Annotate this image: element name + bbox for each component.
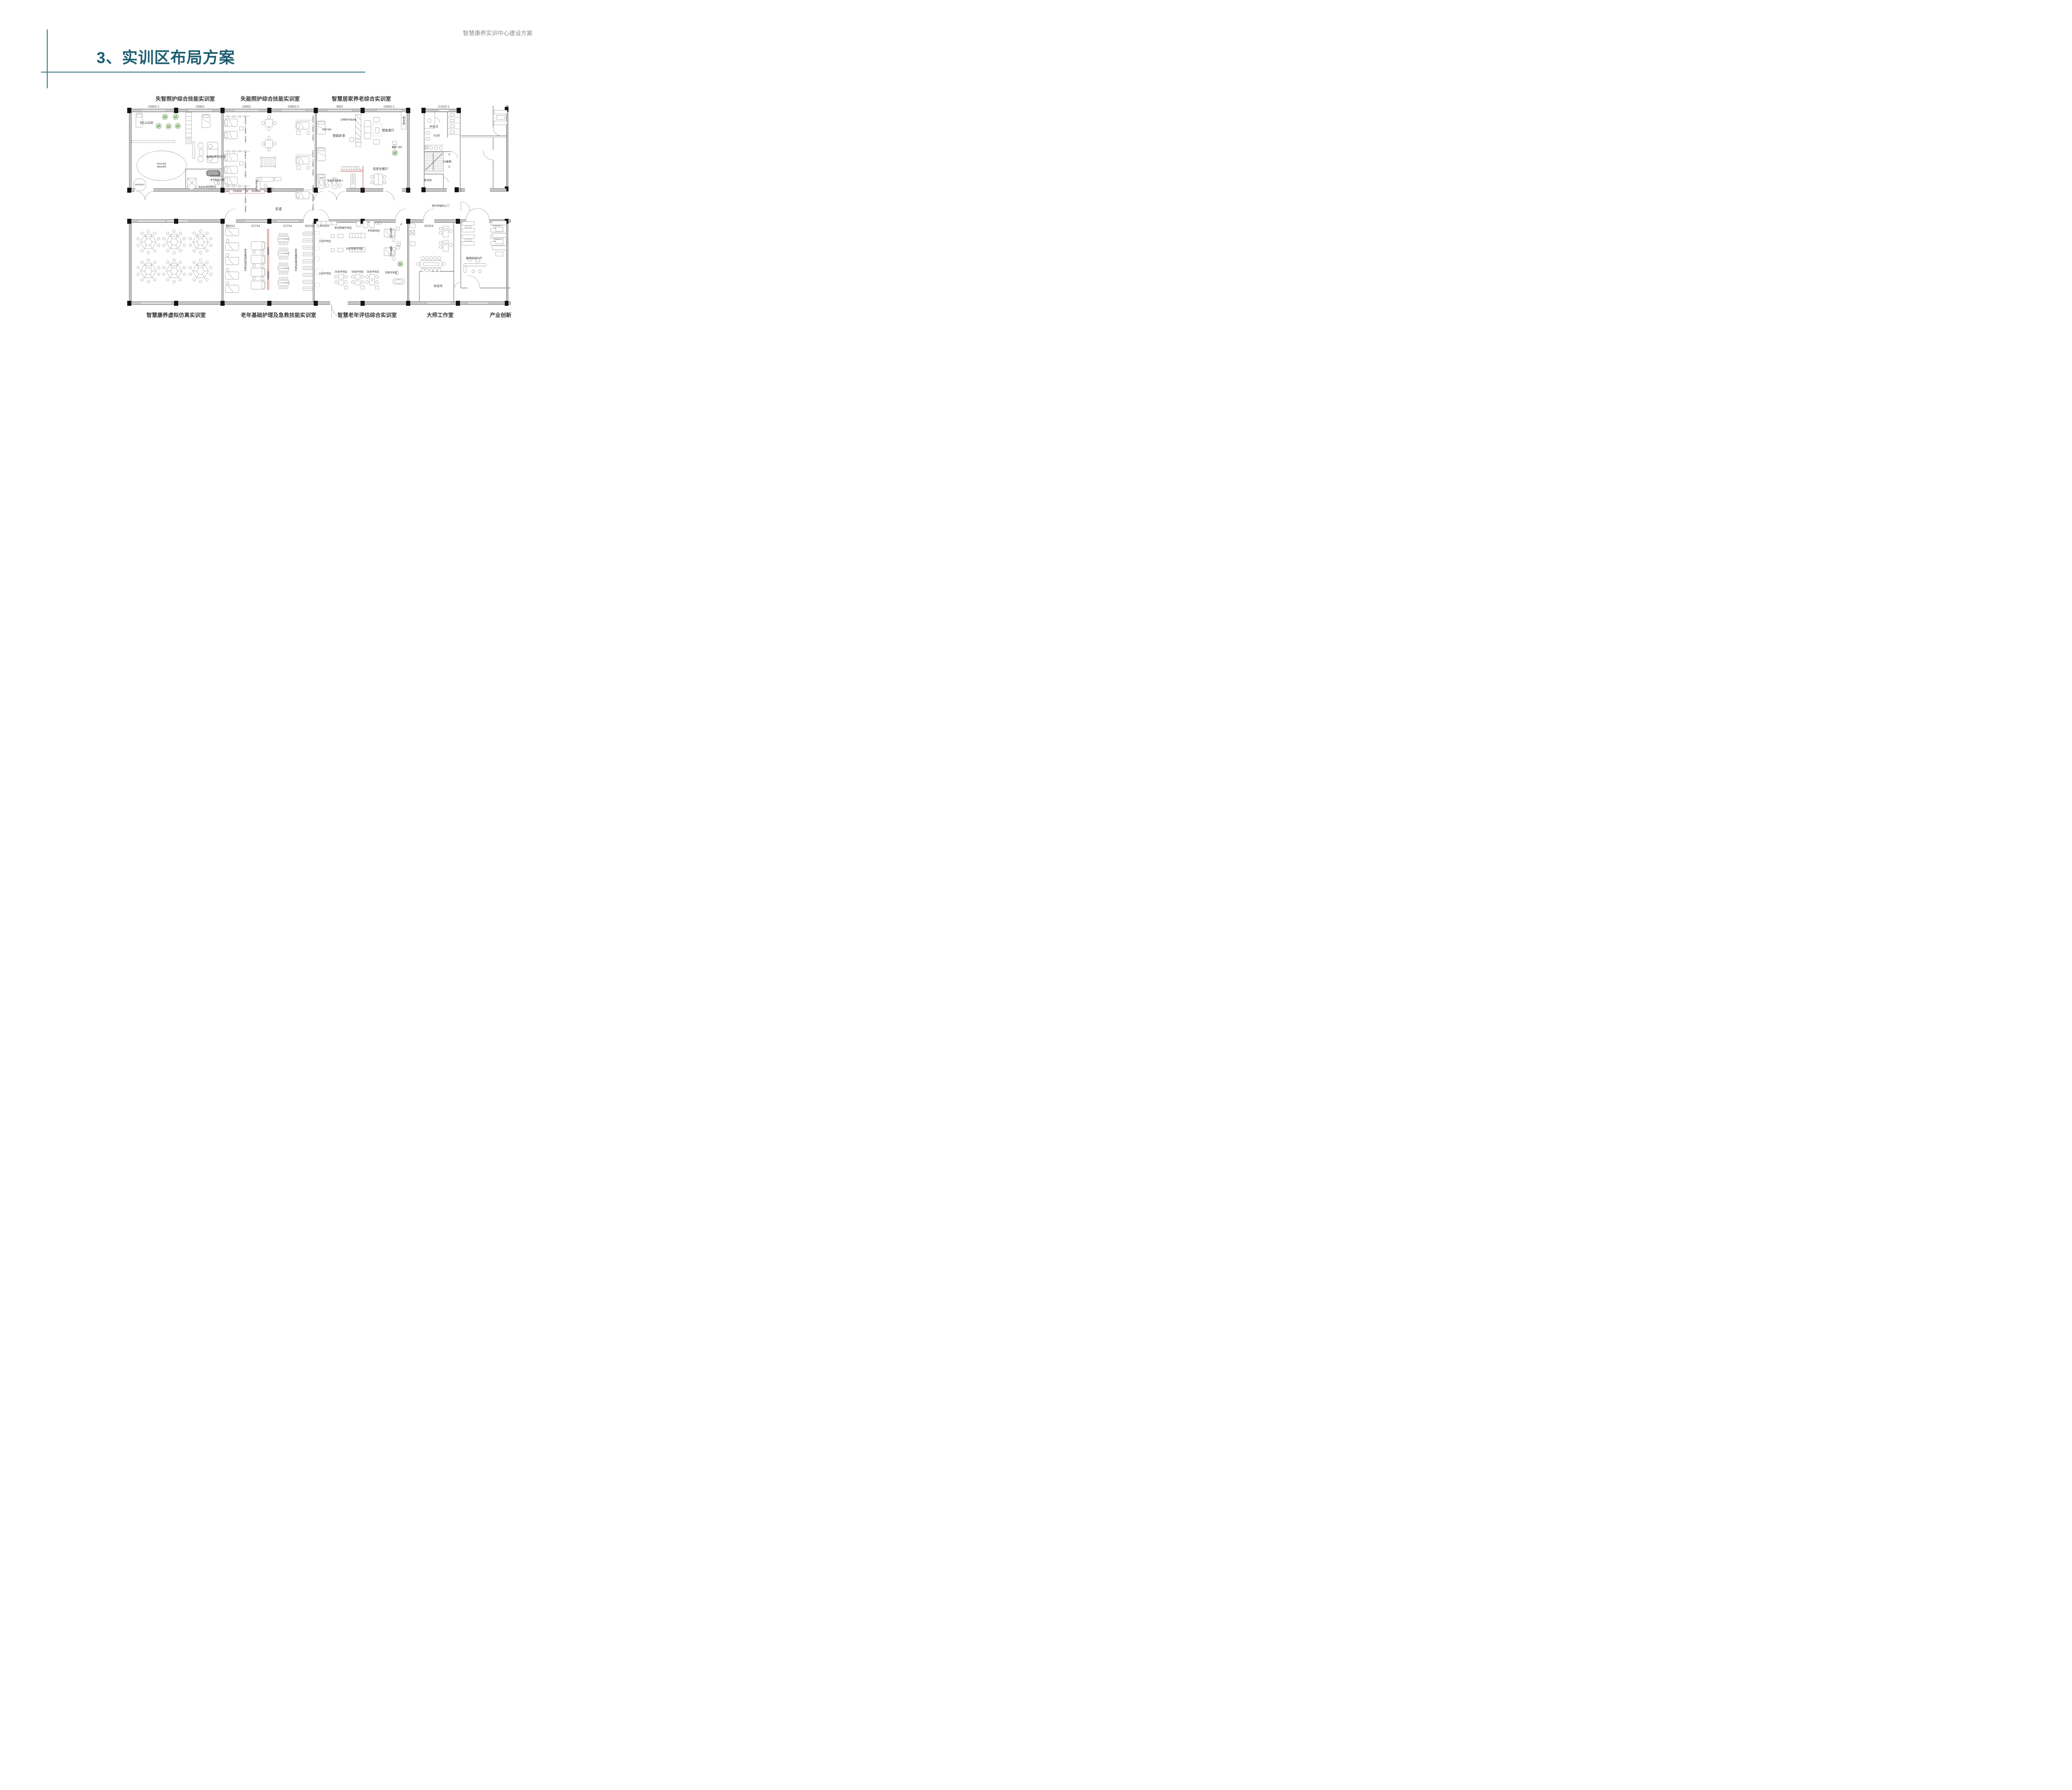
slide: 智慧康养实训中心建设方案 3、实训区布局方案: [0, 0, 637, 358]
room-dementia-furniture: [131, 112, 222, 191]
bottom-section-walls: [127, 219, 511, 319]
floor-plan-drawing: [127, 105, 511, 319]
room-master-studio-furniture: [410, 223, 453, 272]
annex-walls: [421, 108, 461, 192]
page-title: 3、实训区布局方案: [97, 49, 235, 67]
room-vr-furniture: [136, 230, 213, 283]
slide-header-text: 智慧康养实训中心建设方案: [463, 30, 533, 36]
room-smarthome-furniture: [317, 111, 407, 191]
room-assessment-furniture: [316, 220, 405, 290]
title-horizontal-rule: [41, 72, 365, 73]
top-section-walls: [127, 108, 410, 193]
room-reception-furniture: [462, 220, 507, 273]
title-vertical-rule: [47, 29, 48, 88]
room-nursing-furniture: [225, 225, 323, 293]
corridor-doors: [136, 191, 489, 220]
right-strip-walls: [460, 105, 508, 192]
room-disability-furniture: [224, 115, 313, 199]
